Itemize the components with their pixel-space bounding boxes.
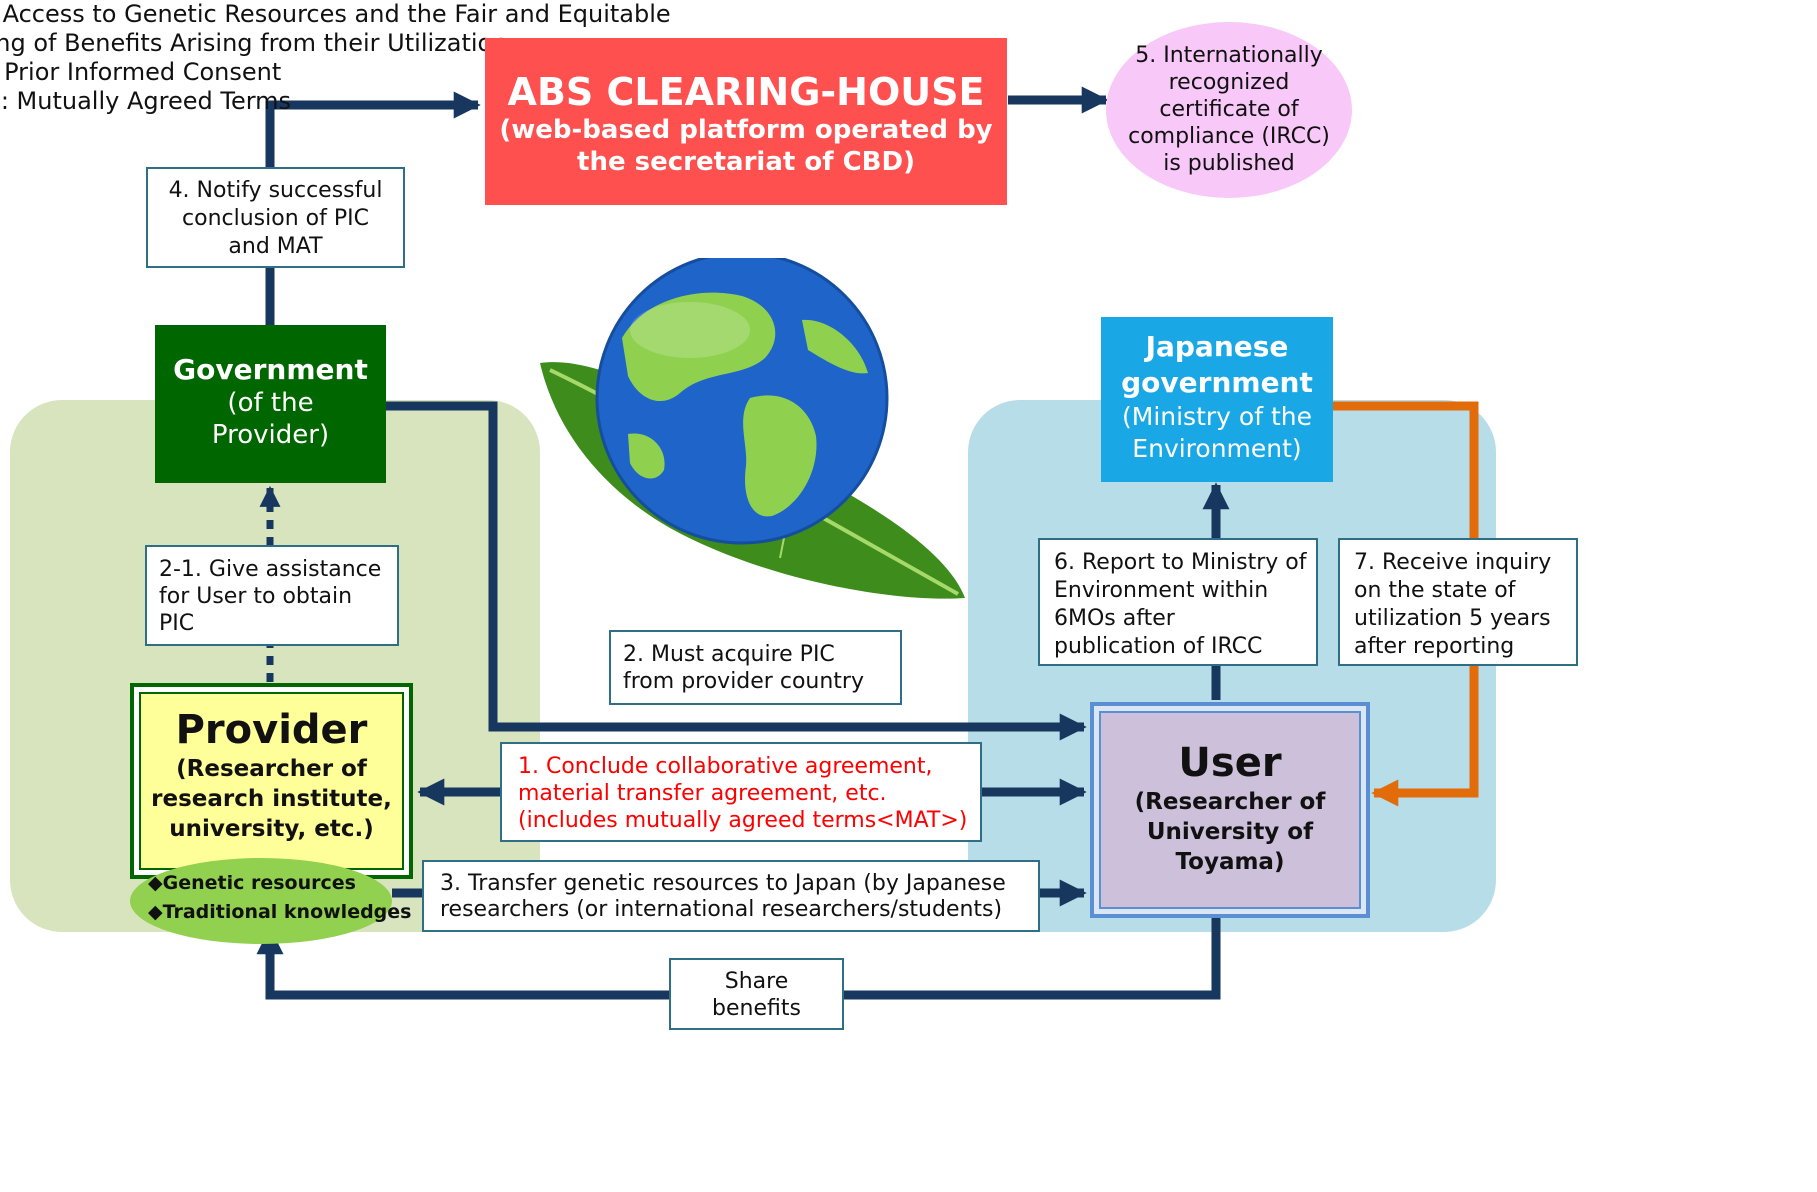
conclude-agreement-box: 1. Conclude collaborative agreement, mat… xyxy=(500,742,982,842)
must-acquire-pic-box: 2. Must acquire PIC from provider countr… xyxy=(609,630,902,705)
report-box: 6. Report to Ministry of Environment wit… xyxy=(1038,538,1318,666)
transfer-line: 3. Transfer genetic resources to Japan (… xyxy=(440,871,1006,896)
report-line: 6MOs after xyxy=(1054,606,1175,631)
report-line: Environment within xyxy=(1054,578,1269,603)
japan-gov-sub: (Ministry of the xyxy=(1122,402,1312,431)
share-line: benefits xyxy=(712,996,801,1021)
globe-leaf-illustration xyxy=(540,258,965,599)
government-sub: (of the xyxy=(227,388,314,418)
user-title: User xyxy=(1178,740,1282,786)
user-box: User (Researcher of University of Toyama… xyxy=(1090,702,1370,918)
provider-government-box: Government (of the Provider) xyxy=(155,325,386,483)
transfer-resources-box: 3. Transfer genetic resources to Japan (… xyxy=(422,860,1040,932)
conclude-line: material transfer agreement, etc. xyxy=(518,781,887,806)
report-line: 6. Report to Ministry of xyxy=(1054,550,1307,575)
share-benefits-box: Share benefits xyxy=(669,958,844,1030)
transfer-line: researchers (or international researcher… xyxy=(440,897,1003,922)
ircc-line: is published xyxy=(1163,151,1295,176)
ircc-line: recognized xyxy=(1168,70,1290,95)
assistance-box: 2-1. Give assistance for User to obtain … xyxy=(145,545,399,646)
provider-inner: Provider (Researcher of research institu… xyxy=(139,692,404,870)
ircc-ellipse: 5. Internationally recognized certificat… xyxy=(1106,22,1352,198)
ircc-line: compliance (IRCC) xyxy=(1128,124,1330,149)
conclude-line: (includes mutually agreed terms<MAT>) xyxy=(518,808,968,833)
inquiry-line: on the state of xyxy=(1354,578,1516,603)
arrow-gov-to-user xyxy=(386,401,1087,741)
legend-line: S : Access to Genetic Resources and the … xyxy=(0,0,671,28)
assist-line: for User to obtain xyxy=(159,584,353,609)
government-title: Government xyxy=(173,353,368,386)
clearing-house-subtitle: (web-based platform operated by xyxy=(499,115,993,145)
provider-sub: (Researcher of xyxy=(176,756,367,782)
user-inner: User (Researcher of University of Toyama… xyxy=(1099,711,1361,909)
clearing-house-subtitle: the secretariat of CBD) xyxy=(577,147,915,177)
notify-box: 4. Notify successful conclusion of PIC a… xyxy=(146,167,405,268)
legend-line: C : Prior Informed Consent xyxy=(0,58,282,86)
provider-box: Provider (Researcher of research institu… xyxy=(130,683,413,879)
notify-line: 4. Notify successful xyxy=(168,178,383,203)
inquiry-line: 7. Receive inquiry xyxy=(1354,550,1552,575)
legend-line: AT : Mutually Agreed Terms xyxy=(0,87,292,115)
user-sub: (Researcher of xyxy=(1134,789,1326,815)
resource-item: ◆Genetic resources xyxy=(148,872,356,894)
inquiry-line: after reporting xyxy=(1354,634,1515,659)
assist-line: PIC xyxy=(159,611,195,636)
resource-item: ◆Traditional knowledges xyxy=(148,901,412,923)
ircc-line: certificate of xyxy=(1159,97,1299,122)
provider-sub: research institute, xyxy=(151,786,392,812)
abbreviation-legend: S : Access to Genetic Resources and the … xyxy=(0,0,671,116)
abs-clearing-house-box: ABS CLEARING-HOUSE (web-based platform o… xyxy=(485,38,1007,205)
must-pic-line: from provider country xyxy=(623,669,864,694)
must-pic-line: 2. Must acquire PIC xyxy=(623,642,835,667)
provider-sub: university, etc.) xyxy=(169,816,374,842)
conclude-line: 1. Conclude collaborative agreement, xyxy=(518,754,933,779)
japan-gov-title: Japanese xyxy=(1145,330,1289,363)
government-sub: Provider) xyxy=(211,420,330,450)
notify-line: and MAT xyxy=(228,234,323,259)
ircc-line: 5. Internationally xyxy=(1135,43,1323,68)
inquiry-line: utilization 5 years xyxy=(1354,606,1551,631)
genetic-resources-ellipse: ◆Genetic resources ◆Traditional knowledg… xyxy=(130,858,412,944)
japanese-government-box: Japanese government (Ministry of the Env… xyxy=(1101,317,1333,482)
japan-gov-title: government xyxy=(1121,366,1313,399)
user-sub: Toyama) xyxy=(1175,849,1285,875)
legend-line: aring of Benefits Arising from their Uti… xyxy=(0,29,508,57)
provider-title: Provider xyxy=(175,707,368,753)
report-line: publication of IRCC xyxy=(1054,634,1263,659)
clearing-house-title: ABS CLEARING-HOUSE xyxy=(507,70,985,114)
assist-line: 2-1. Give assistance xyxy=(159,557,382,582)
share-line: Share xyxy=(724,969,789,994)
inquiry-box: 7. Receive inquiry on the state of utili… xyxy=(1338,538,1578,666)
japan-gov-sub: Environment) xyxy=(1132,434,1302,463)
notify-line: conclusion of PIC xyxy=(182,206,369,231)
user-sub: University of xyxy=(1146,819,1314,845)
